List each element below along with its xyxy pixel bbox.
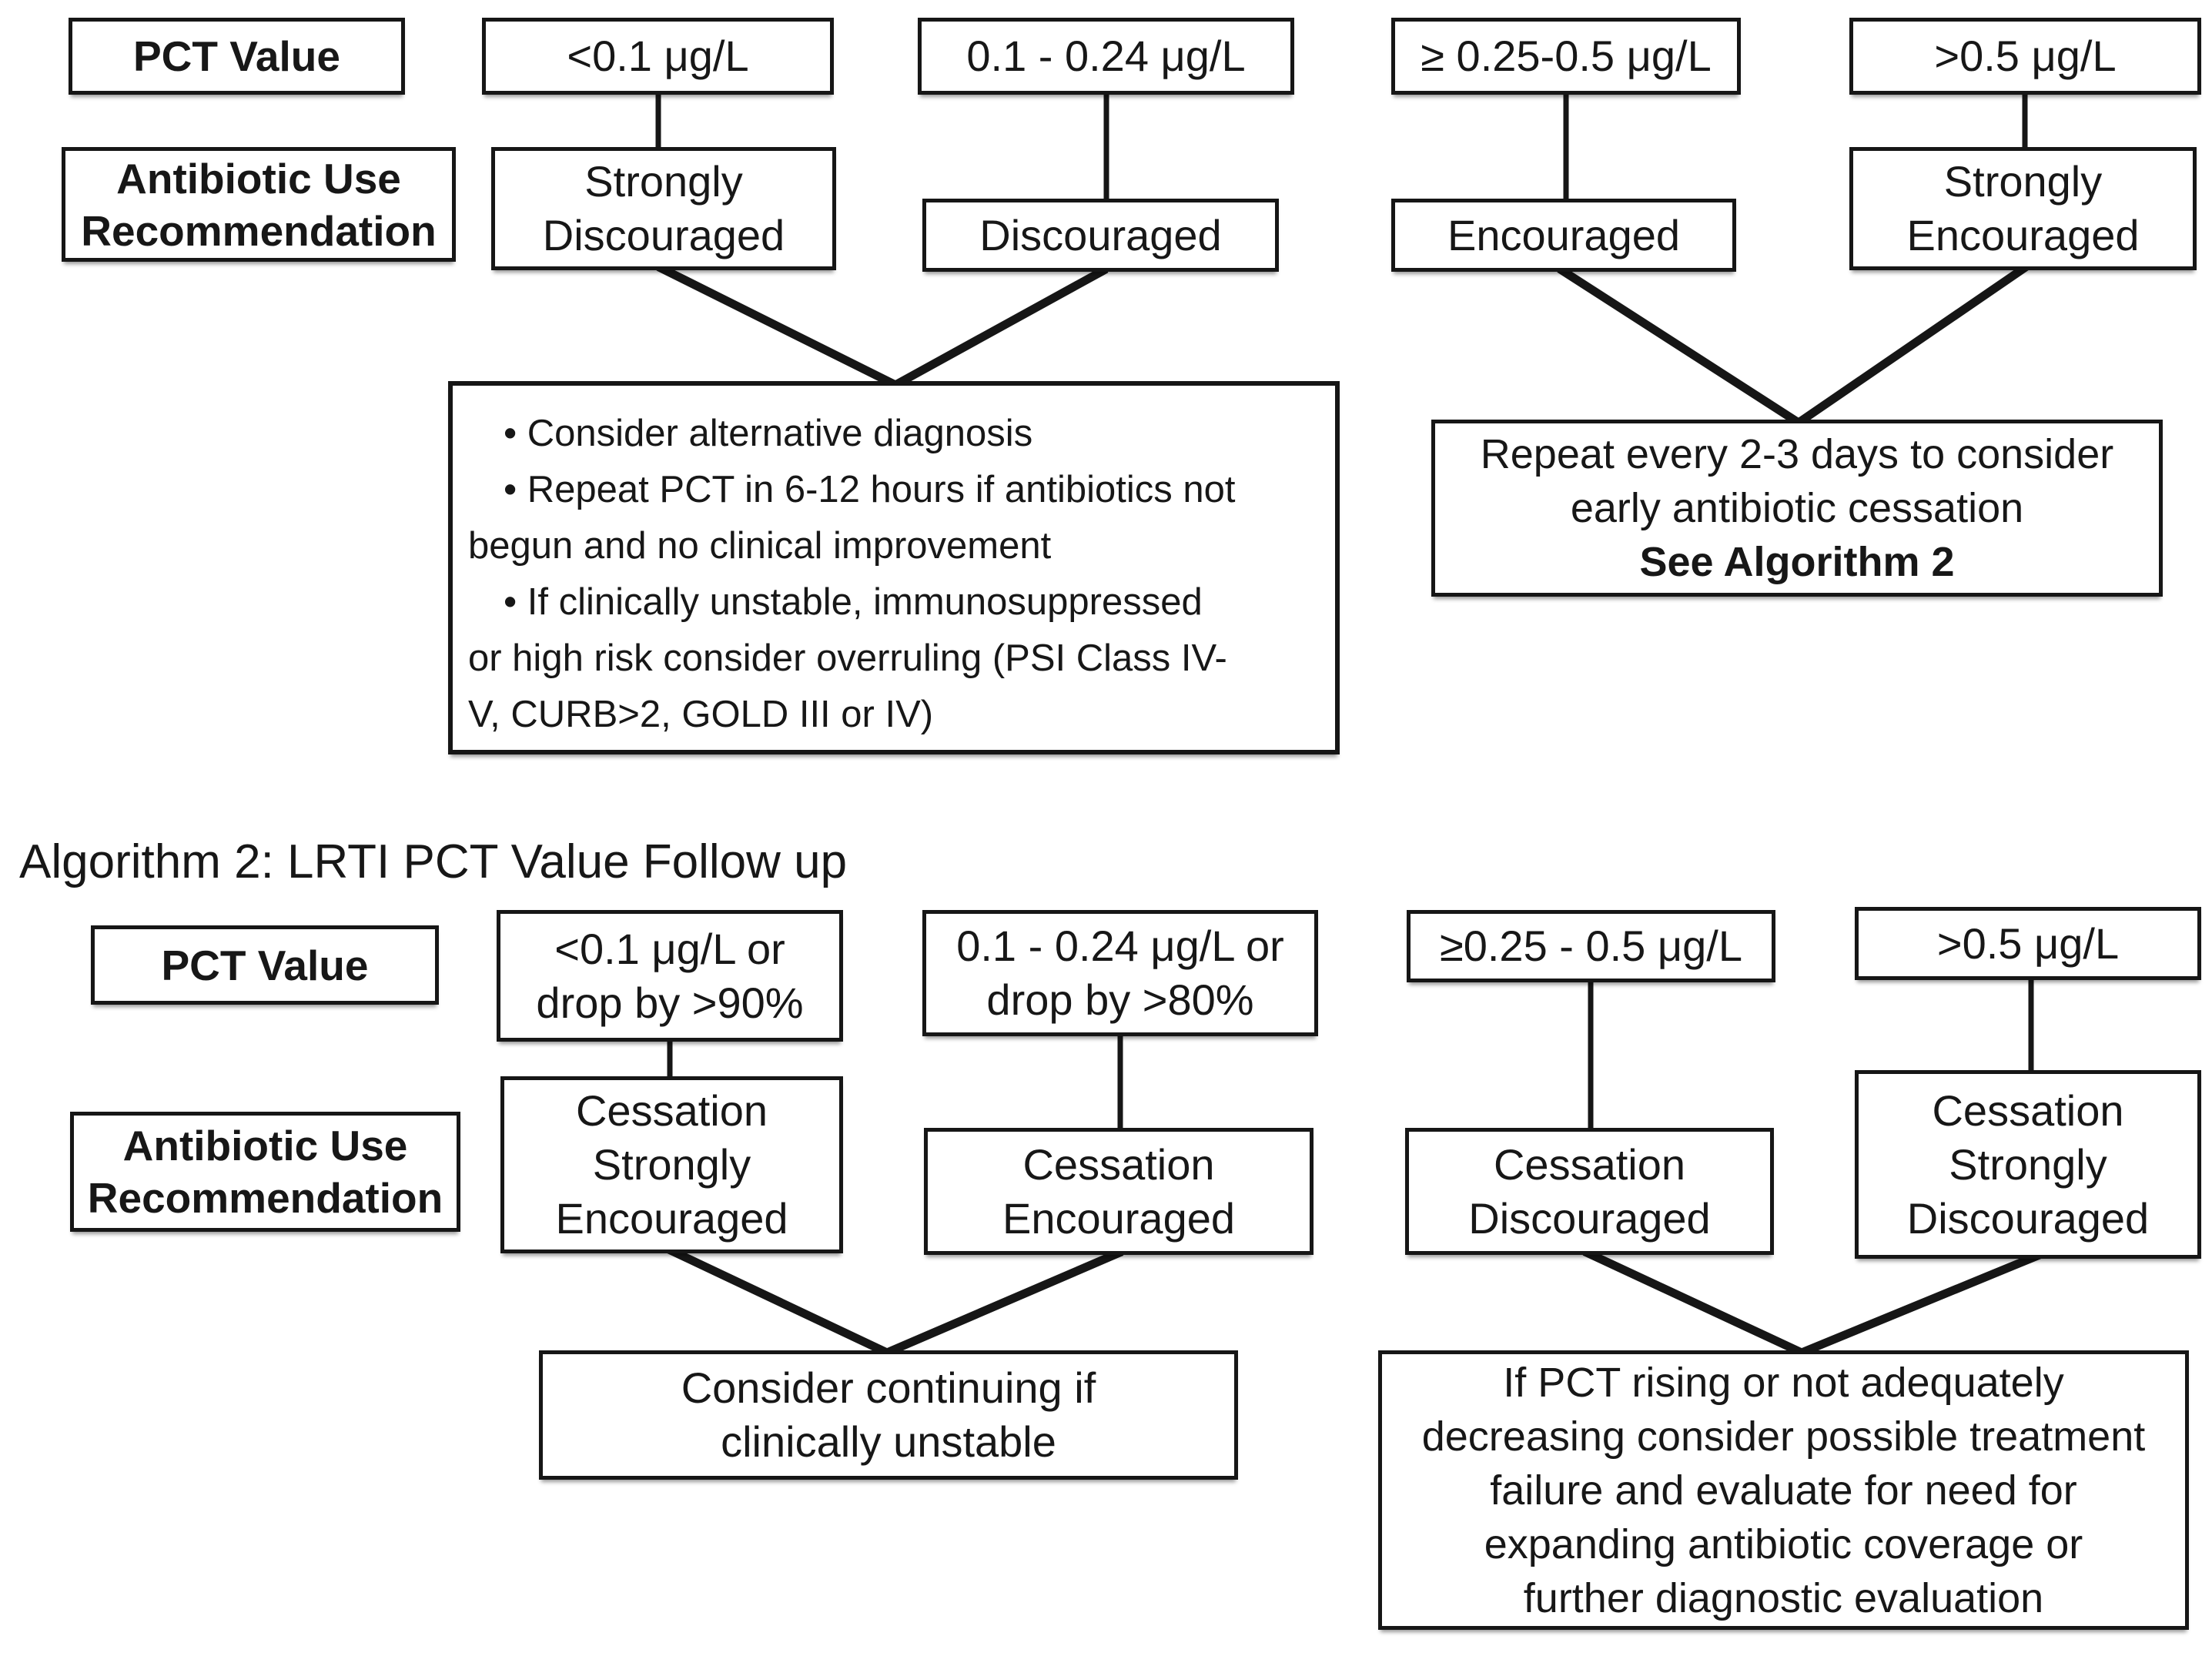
box-line: further diagnostic evaluation [1523, 1574, 2044, 1621]
a2-value-box-2: 0.1 - 0.24 μg/L or drop by >80% [922, 910, 1318, 1036]
bullet-line: • Repeat PCT in 6-12 hours if antibiotic… [504, 469, 1236, 510]
box-line: 0.1 - 0.24 μg/L or [956, 922, 1284, 970]
box-line: Discouraged [542, 211, 785, 259]
a1-low-pct-action-box: • Consider alternative diagnosis • Repea… [448, 381, 1340, 754]
connector-line [1557, 265, 1805, 429]
box-line: Repeat every 2-3 days to consider [1480, 431, 2114, 477]
a2-recommendation-box-1: Cessation Strongly Encouraged [500, 1076, 843, 1253]
connector-line [666, 1245, 893, 1359]
box-line: Cessation [1493, 1139, 1686, 1189]
box-line: Encouraged [555, 1194, 788, 1243]
a1-recommendation-box-2: Discouraged [922, 199, 1279, 272]
bullet-line: • If clinically unstable, immunosuppress… [504, 581, 1203, 623]
a2-recommendation-label-box: Antibiotic Use Recommendation [70, 1112, 460, 1232]
a2-low-pct-action-box: Consider continuing if clinically unstab… [539, 1350, 1238, 1480]
box-line: Recommendation [87, 1174, 443, 1222]
algorithm2-title: Algorithm 2: LRTI PCT Value Follow up [19, 835, 848, 888]
box-line: Recommendation [81, 206, 437, 255]
box-line: Strongly [1949, 1139, 2107, 1189]
box-line: Strongly [592, 1140, 751, 1189]
see-algorithm2-reference: See Algorithm 2 [1639, 539, 1955, 585]
box-line: If PCT rising or not adequately [1503, 1359, 2064, 1406]
bullet-line: V, CURB>2, GOLD III or IV) [468, 694, 934, 735]
box-line: Discouraged [1906, 1193, 2150, 1243]
a2-value-box-3: ≥0.25 - 0.5 μg/L [1407, 910, 1775, 982]
box-line: early antibiotic cessation [1570, 485, 2024, 531]
box-line: ≥ 0.25-0.5 μg/L [1421, 32, 1712, 80]
box-line: Antibiotic Use [122, 1122, 408, 1169]
box-line: decreasing consider possible treatment [1421, 1413, 2146, 1460]
a2-value-box-4: >0.5 μg/L [1855, 907, 2201, 980]
box-line: Antibiotic Use [116, 154, 401, 202]
a1-recommendation-box-3: Encouraged [1391, 199, 1736, 272]
box-line: PCT Value [133, 32, 340, 80]
box-line: Encouraged [1002, 1193, 1235, 1243]
a2-pct-value-label-box: PCT Value [91, 925, 439, 1005]
box-line: Cessation [575, 1086, 768, 1135]
a1-recommendation-label-box: Antibiotic Use Recommendation [62, 147, 456, 262]
box-line: ≥0.25 - 0.5 μg/L [1439, 922, 1742, 970]
box-line: drop by >80% [986, 975, 1254, 1024]
a1-recommendation-box-1: Strongly Discouraged [491, 147, 836, 270]
box-line: Cessation [1022, 1139, 1215, 1189]
connector-line [889, 265, 1109, 391]
box-line: 0.1 - 0.24 μg/L [966, 32, 1246, 80]
box-line: <0.1 μg/L [567, 32, 749, 80]
a1-value-box-4: >0.5 μg/L [1849, 18, 2201, 95]
a1-pct-value-label-box: PCT Value [69, 18, 405, 95]
box-line: Consider continuing if [681, 1363, 1096, 1412]
connector-line [881, 1247, 1124, 1359]
box-line: PCT Value [161, 941, 369, 989]
box-line: Discouraged [1468, 1193, 1711, 1243]
a2-value-box-1: <0.1 μg/L or drop by >90% [497, 910, 843, 1042]
connector-line [1795, 1250, 2042, 1359]
box-line: Encouraged [1447, 210, 1680, 259]
connector-line [1582, 1247, 1808, 1359]
bullet-line: • Consider alternative diagnosis [504, 413, 1033, 454]
box-line: Strongly [584, 157, 743, 206]
a1-value-box-3: ≥ 0.25-0.5 μg/L [1391, 18, 1741, 95]
bullet-line: or high risk consider overruling (PSI Cl… [468, 637, 1227, 679]
box-line: failure and evaluate for need for [1490, 1467, 2077, 1514]
a1-value-box-1: <0.1 μg/L [482, 18, 834, 95]
box-line: drop by >90% [536, 978, 804, 1027]
box-line: >0.5 μg/L [1934, 32, 2117, 80]
box-line: Encouraged [1906, 211, 2140, 259]
box-line: expanding antibiotic coverage or [1484, 1521, 2083, 1567]
a1-value-box-2: 0.1 - 0.24 μg/L [918, 18, 1294, 95]
box-line: >0.5 μg/L [1936, 918, 2120, 968]
connector-line [656, 263, 902, 391]
box-line: clinically unstable [721, 1417, 1056, 1466]
a1-recommendation-box-4: Strongly Encouraged [1849, 147, 2197, 270]
box-line: Cessation [1932, 1086, 2124, 1135]
box-line: Discouraged [979, 210, 1222, 259]
bullet-line: begun and no clinical improvement [468, 525, 1052, 567]
box-line: Strongly [1943, 157, 2103, 206]
a2-recommendation-box-3: Cessation Discouraged [1405, 1128, 1774, 1255]
a2-high-pct-action-box: If PCT rising or not adequately decreasi… [1378, 1350, 2189, 1630]
connector-line [1792, 263, 2030, 429]
a2-recommendation-box-2: Cessation Encouraged [924, 1128, 1313, 1255]
a1-high-pct-action-box: Repeat every 2-3 days to consider early … [1431, 420, 2163, 597]
box-line: <0.1 μg/L or [554, 924, 785, 973]
a2-recommendation-box-4: Cessation Strongly Discouraged [1855, 1070, 2201, 1259]
